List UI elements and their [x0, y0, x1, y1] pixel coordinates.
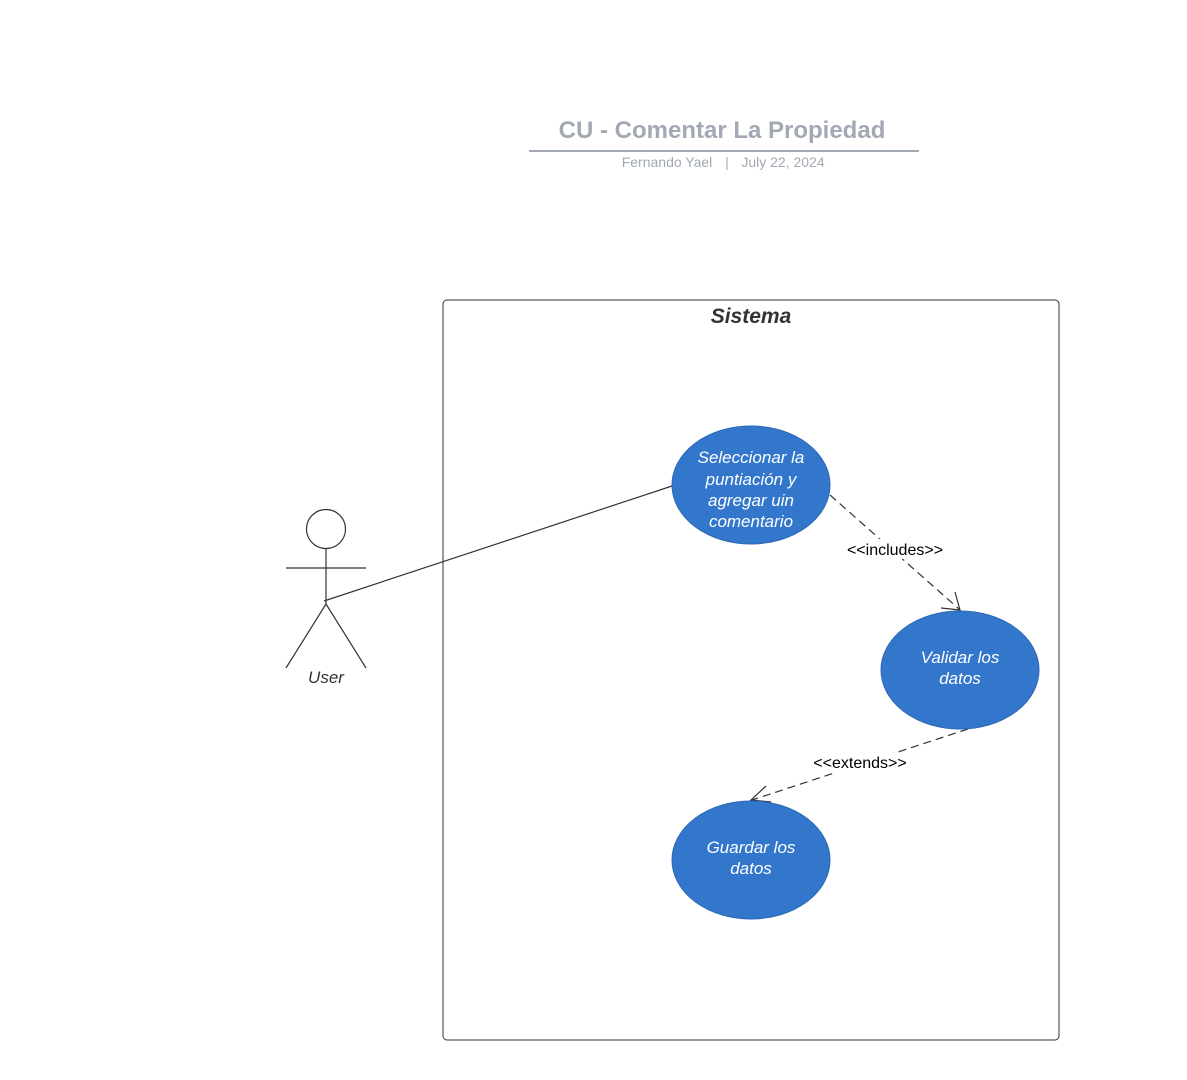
use-case-guardar-label-line-2: datos — [730, 859, 772, 878]
diagram-author: Fernando Yael — [622, 154, 713, 170]
extend-label: <<extends>> — [813, 755, 906, 772]
use-case-validar-label-line-2: datos — [939, 669, 981, 688]
use-case-validar-label-line-1: Validar los — [921, 648, 1000, 667]
header-separator: | — [725, 154, 729, 170]
actor-head — [305, 508, 347, 550]
use-case-seleccionar-label-line-3: agregar uin — [708, 491, 794, 510]
use-case-guardar-ellipse — [671, 800, 831, 920]
system-boundary-label: Sistema — [711, 305, 792, 328]
use-case-seleccionar[interactable]: Seleccionar la puntiación y agregar uin … — [671, 425, 831, 545]
extend-dependency-line[interactable] — [751, 728, 969, 801]
actor-right-leg — [325, 603, 367, 669]
use-case-guardar[interactable]: Guardar los datos — [671, 800, 831, 920]
include-label: <<includes>> — [847, 542, 943, 559]
association-line[interactable] — [323, 485, 673, 602]
actor-left-leg — [285, 603, 327, 669]
use-case-seleccionar-label-line-1: Seleccionar la — [698, 448, 805, 467]
use-case-guardar-label-line-1: Guardar los — [707, 838, 796, 857]
diagram-title: CU - Comentar La Propiedad — [559, 117, 886, 144]
actor-label: User — [308, 668, 345, 687]
use-case-seleccionar-label-line-2: puntiación y — [705, 470, 798, 489]
use-case-validar[interactable]: Validar los datos — [880, 610, 1040, 730]
extend-label-background — [805, 753, 915, 773]
use-case-seleccionar-ellipse — [671, 425, 831, 545]
include-label-background — [840, 539, 950, 559]
include-dependency-line[interactable] — [829, 494, 960, 610]
system-boundary[interactable] — [442, 299, 1060, 1041]
diagram-date: July 22, 2024 — [741, 154, 824, 170]
actor-user[interactable] — [285, 508, 367, 669]
include-arrowhead — [940, 591, 961, 611]
use-case-validar-ellipse — [880, 610, 1040, 730]
use-case-seleccionar-label-line-4: comentario — [709, 512, 793, 531]
